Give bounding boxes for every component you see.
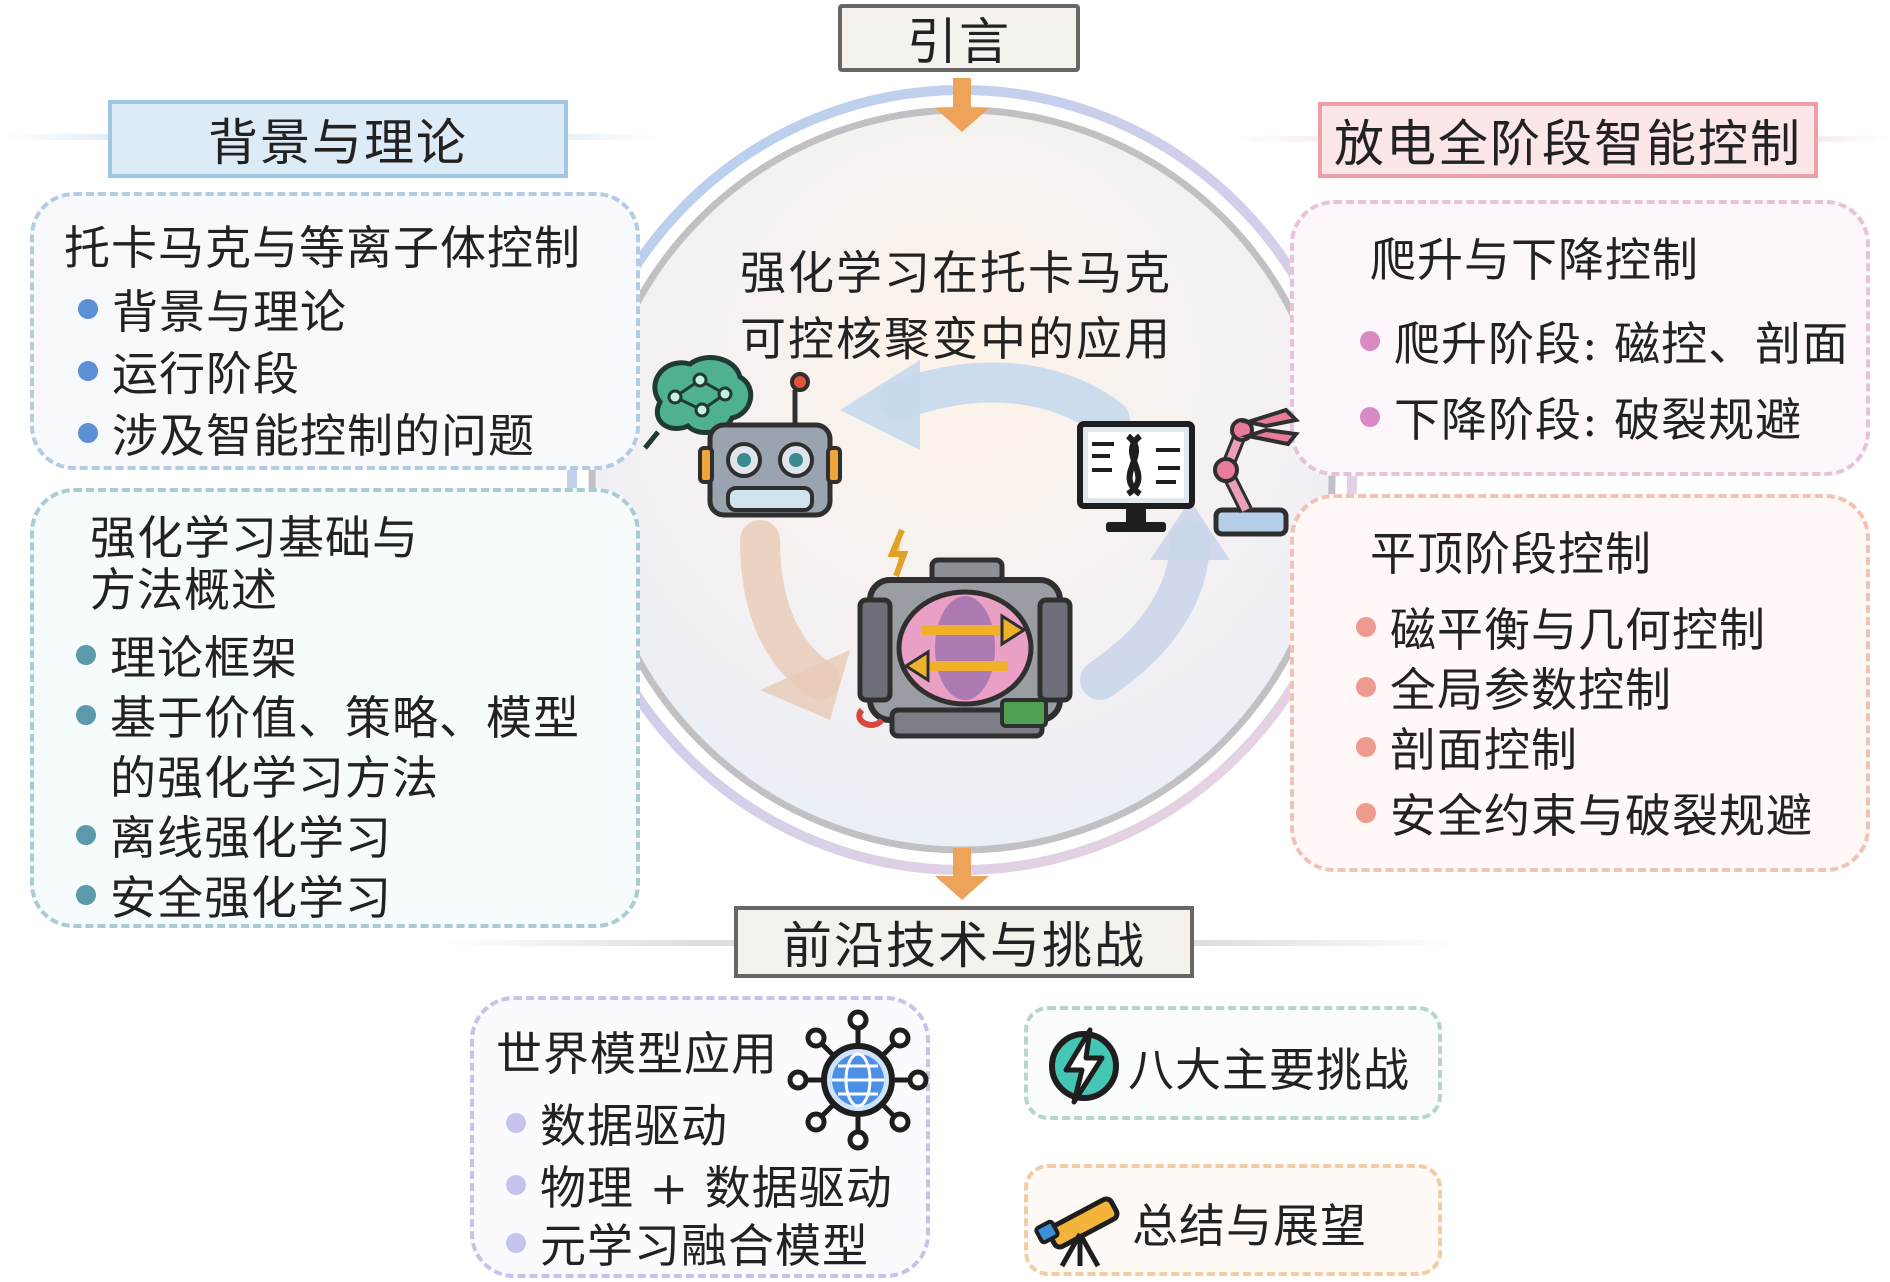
lightning-icon	[1049, 1027, 1119, 1105]
list-item: 元学习融合模型	[506, 1210, 869, 1276]
panel-ramp-control: 爬升与下降控制 爬升阶段: 磁控、剖面 下降阶段: 破裂规避	[1290, 200, 1870, 476]
tokamak-reactor-icon	[856, 528, 1073, 739]
right-header: 放电全阶段智能控制	[1318, 102, 1818, 178]
panel-tokamak-control: 托卡马克与等离子体控制 背景与理论 运行阶段 涉及智能控制的问题	[30, 192, 640, 470]
bullet-dot	[1360, 331, 1380, 351]
bullet-dot	[1356, 617, 1376, 637]
list-item: 安全约束与破裂规避	[1356, 780, 1813, 846]
list-item: 理论框架	[76, 622, 298, 688]
center-title: 强化学习在托卡马克 可控核聚变中的应用	[740, 240, 1190, 372]
right-header-title: 放电全阶段智能控制	[1334, 115, 1802, 173]
bullet-dot	[78, 299, 98, 319]
summary-label: 总结与展望	[1132, 1199, 1367, 1253]
list-item: 运行阶段	[78, 338, 300, 404]
list-item: 安全强化学习	[76, 862, 392, 928]
bullet-dot	[506, 1175, 526, 1195]
list-item: 磁平衡与几何控制	[1356, 594, 1766, 660]
list-item: 剖面控制	[1356, 714, 1578, 780]
panel-tokamak-title: 托卡马克与等离子体控制	[64, 221, 581, 275]
dna-monitor-icon	[1077, 421, 1195, 532]
intro-box: 引言	[838, 4, 1080, 72]
list-item: 涉及智能控制的问题	[78, 400, 535, 466]
left-header: 背景与理论	[108, 100, 568, 178]
list-item: 数据驱动	[506, 1090, 728, 1156]
bullet-dot	[506, 1233, 526, 1253]
list-item-continuation: 的强化学习方法	[110, 751, 439, 805]
panel-flattop-title: 平顶阶段控制	[1370, 527, 1652, 581]
bullet-dot	[1356, 677, 1376, 697]
panel-flattop-control: 平顶阶段控制 磁平衡与几何控制 全局参数控制 剖面控制 安全约束与破裂规避	[1290, 494, 1870, 872]
list-item: 全局参数控制	[1356, 654, 1672, 720]
bullet-dot	[76, 885, 96, 905]
panel-world-title: 世界模型应用	[496, 1027, 778, 1081]
bullet-dot	[78, 423, 98, 443]
bullet-dot	[1356, 803, 1376, 823]
bullet-dot	[506, 1113, 526, 1133]
list-item: 物理 + 数据驱动	[506, 1152, 893, 1218]
bullet-dot	[1360, 407, 1380, 427]
globe-network-icon	[787, 1009, 929, 1151]
bullet-dot	[76, 645, 96, 665]
list-item: 爬升阶段: 磁控、剖面	[1360, 308, 1849, 374]
list-item: 离线强化学习	[76, 802, 392, 868]
panel-rl-title: 强化学习基础与 方法概述	[90, 511, 419, 617]
list-item: 背景与理论	[78, 276, 347, 342]
intro-title: 引言	[907, 13, 1011, 71]
challenges-label: 八大主要挑战	[1128, 1043, 1410, 1097]
telescope-icon	[1034, 1196, 1120, 1268]
bullet-dot	[76, 705, 96, 725]
panel-rl-basics: 强化学习基础与 方法概述 理论框架 基于价值、策略、模型 的强化学习方法 离线强…	[30, 488, 640, 928]
panel-ramp-title: 爬升与下降控制	[1370, 233, 1699, 287]
panel-world-model: 世界模型应用 数据驱动 物理 + 数据驱动 元学习融合模型	[470, 996, 930, 1278]
robot-arm-icon	[1213, 407, 1301, 537]
bottom-header: 前沿技术与挑战	[734, 906, 1194, 978]
robot-icon	[698, 372, 842, 518]
bottom-header-title: 前沿技术与挑战	[782, 917, 1146, 975]
bullet-dot	[1356, 737, 1376, 757]
list-item: 基于价值、策略、模型	[76, 682, 580, 748]
list-item: 下降阶段: 破裂规避	[1360, 384, 1802, 450]
center-title-line2: 可控核聚变中的应用	[740, 312, 1172, 366]
left-header-title: 背景与理论	[208, 114, 468, 172]
challenges-box: 八大主要挑战	[1024, 1006, 1442, 1120]
brain-network-icon	[643, 355, 754, 450]
bullet-dot	[76, 825, 96, 845]
center-title-line1: 强化学习在托卡马克	[740, 246, 1172, 300]
bullet-dot	[78, 361, 98, 381]
